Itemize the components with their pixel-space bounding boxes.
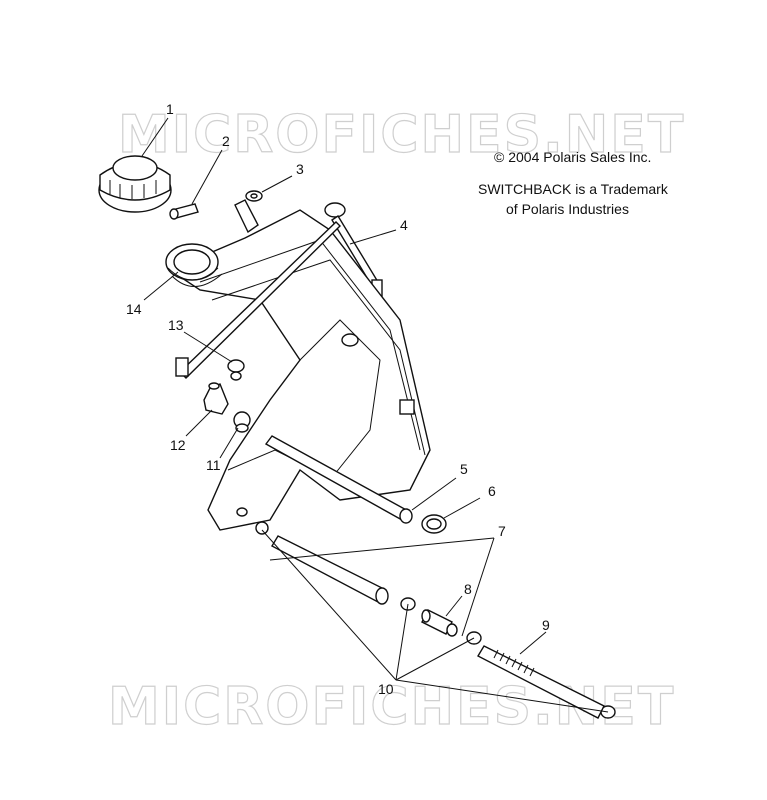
hose-short — [264, 435, 413, 524]
callout-3: 3 — [296, 161, 304, 177]
inline-fitting — [421, 609, 458, 637]
callout-11: 11 — [206, 457, 221, 473]
callout-7: 7 — [498, 523, 506, 539]
callout-10: 10 — [378, 681, 394, 697]
pin — [169, 203, 199, 220]
vent-fitting — [324, 202, 383, 297]
grommet — [175, 357, 245, 381]
fuel-cap — [98, 155, 172, 213]
fuel-tank — [168, 199, 431, 531]
hose-long — [271, 535, 389, 605]
filter-hose — [477, 645, 605, 719]
callout-9: 9 — [542, 617, 550, 633]
trademark-line-1: SWITCHBACK is a Trademark — [478, 181, 669, 197]
callout-6: 6 — [488, 483, 496, 499]
fitting-tiny — [236, 507, 248, 517]
callout-1: 1 — [166, 101, 174, 117]
watermark-top: MICROFICHES.NET — [118, 105, 685, 165]
leader-lines — [141, 117, 609, 713]
plug — [233, 411, 251, 433]
callout-2: 2 — [222, 133, 230, 149]
elbow-fitting — [203, 382, 229, 415]
hose-clamp — [421, 514, 447, 534]
callout-12: 12 — [170, 437, 186, 453]
washer — [245, 190, 263, 202]
trademark-line-2: of Polaris Industries — [506, 201, 629, 217]
copyright-text: © 2004 Polaris Sales Inc. — [494, 149, 651, 165]
callout-13: 13 — [168, 317, 184, 333]
fitting-small — [255, 521, 269, 535]
callout-14: 14 — [126, 301, 142, 317]
callout-8: 8 — [464, 581, 472, 597]
filler-neck — [165, 243, 223, 287]
callout-5: 5 — [460, 461, 468, 477]
callout-4: 4 — [400, 217, 408, 233]
